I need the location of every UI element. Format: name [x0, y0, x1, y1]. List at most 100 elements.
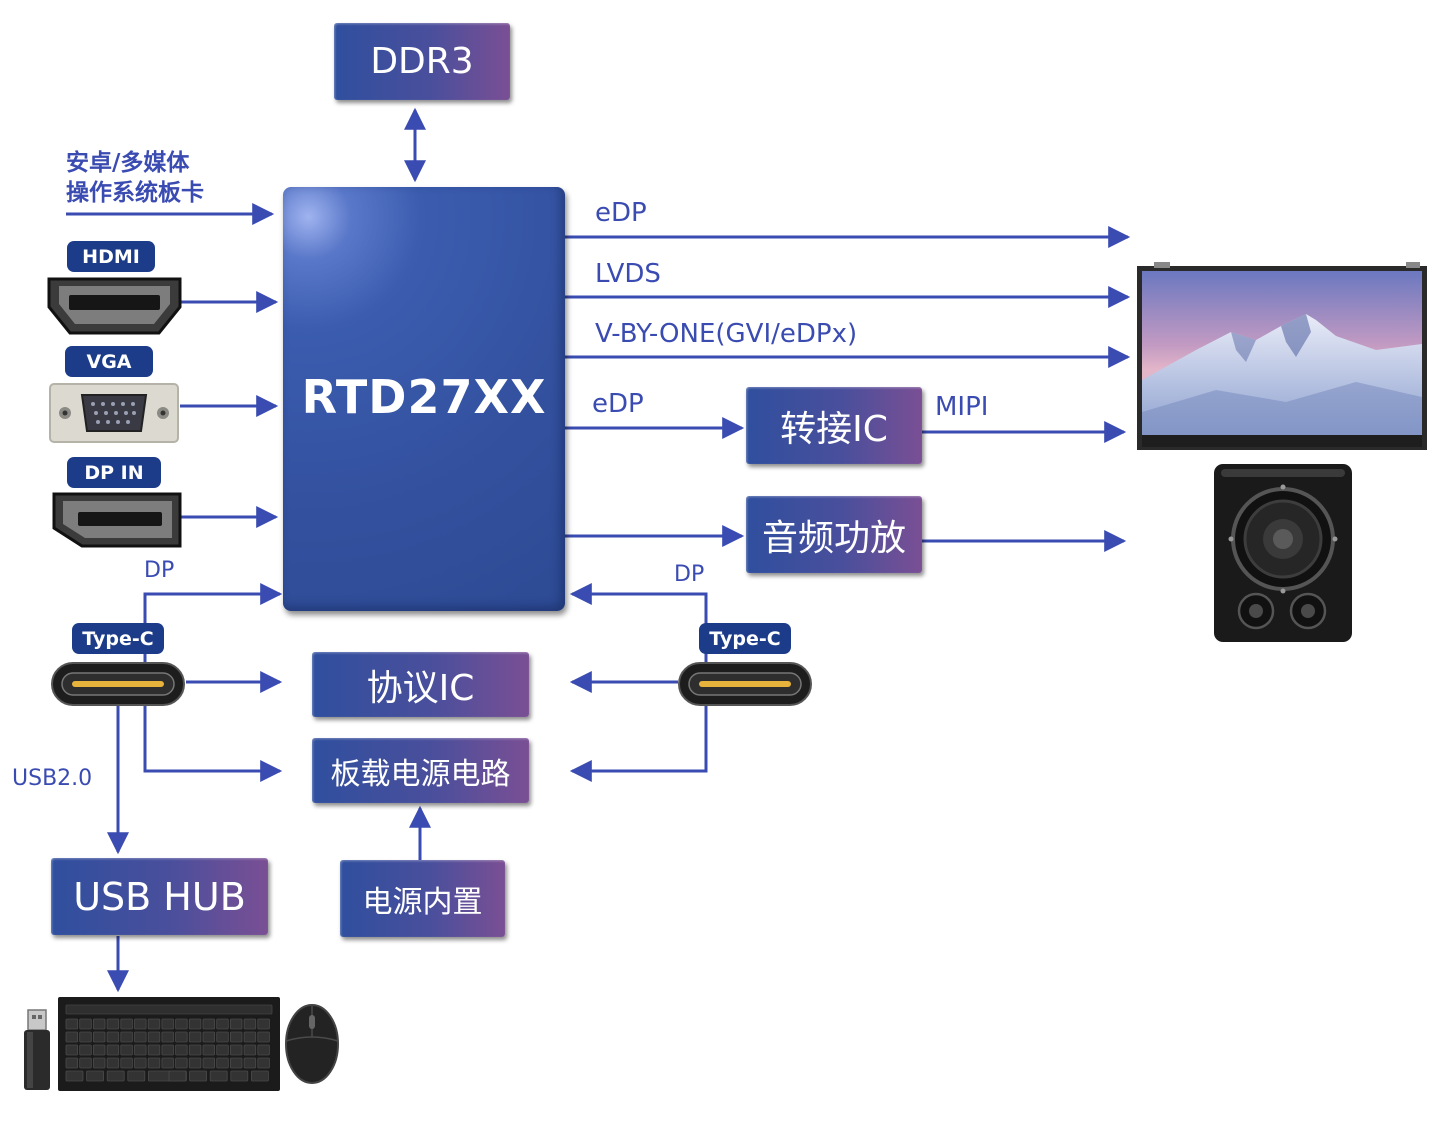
keyboard-key — [216, 1018, 229, 1030]
main-chip-rtd27xx: RTD27XX — [283, 187, 565, 611]
keyboard-key — [93, 1057, 106, 1069]
main-chip-label: RTD27XX — [301, 370, 547, 424]
keyboard-key — [175, 1044, 188, 1056]
keyboard-key — [120, 1018, 133, 1030]
vga-port-icon — [49, 383, 179, 443]
keyboard-key — [93, 1044, 106, 1056]
keyboard-key — [65, 1018, 79, 1030]
keyboard-key — [243, 1018, 257, 1030]
edp-out-label: eDP — [595, 198, 647, 228]
keyboard-key — [243, 1044, 257, 1056]
keyboard-key — [188, 1031, 202, 1043]
keyboard-key — [134, 1057, 147, 1069]
keyboard-key — [93, 1031, 106, 1043]
dp-in-tag-label: DP IN — [84, 461, 144, 484]
edp-bridge-label: eDP — [592, 389, 644, 419]
keyboard-key — [106, 1057, 120, 1069]
typec-right-to-power — [569, 700, 708, 782]
keyboard-key — [202, 1057, 216, 1069]
vbyone-out-label: V-BY-ONE(GVI/eDPx) — [595, 319, 858, 349]
typec-right-tag: Type-C — [699, 623, 791, 654]
keyboard-key — [188, 1044, 202, 1056]
keyboard-key — [216, 1057, 229, 1069]
keyboard-key — [147, 1057, 161, 1069]
displayport-icon — [52, 492, 182, 548]
mipi-out-label: MIPI — [935, 392, 989, 422]
dp-in-tag: DP IN — [67, 457, 161, 488]
keyboard-key — [175, 1057, 188, 1069]
keyboard-key — [79, 1018, 92, 1030]
keyboard-key — [257, 1044, 270, 1056]
vga-tag: VGA — [65, 346, 153, 377]
hdmi-tag: HDMI — [67, 241, 155, 272]
keyboard-key — [161, 1057, 174, 1069]
keyboard-key — [106, 1031, 120, 1043]
keyboard-key — [147, 1031, 161, 1043]
keyboard-key — [229, 1057, 243, 1069]
builtin-power-label: 电源内置 — [362, 884, 483, 920]
keyboard-key — [65, 1057, 79, 1069]
keyboard-key — [134, 1031, 147, 1043]
audio-amp-label: 音频功放 — [761, 517, 906, 559]
typec-right-tag-label: Type-C — [709, 627, 781, 650]
keyboard-key — [79, 1044, 92, 1056]
keyboard-key — [120, 1031, 133, 1043]
keyboard-key — [106, 1018, 120, 1030]
keyboard-key — [65, 1070, 84, 1082]
usb-dongle-icon — [24, 1009, 50, 1090]
keyboard-key — [229, 1018, 243, 1030]
usb-type-c-port-icon-left — [51, 662, 185, 706]
android-board-line-1: 安卓/多媒体 — [66, 150, 190, 176]
hdmi-tag-label: HDMI — [82, 245, 140, 268]
keyboard-key — [65, 1044, 79, 1056]
keyboard-key — [147, 1018, 161, 1030]
typec-left-tag-label: Type-C — [82, 627, 154, 650]
keyboard-key — [202, 1044, 216, 1056]
usb-type-c-port-icon-right — [678, 662, 812, 706]
keyboard-key — [257, 1031, 270, 1043]
keyboard-key — [134, 1044, 147, 1056]
lvds-out-label: LVDS — [595, 259, 661, 289]
keyboard-key — [188, 1018, 202, 1030]
keyboard-key — [106, 1044, 120, 1056]
keyboard-key — [120, 1057, 133, 1069]
keyboard-key — [216, 1044, 229, 1056]
keyboard-key — [147, 1044, 161, 1056]
protocol-ic-label: 协议IC — [366, 667, 475, 709]
keyboard-key — [79, 1057, 92, 1069]
keyboard-key — [188, 1057, 202, 1069]
keyboard-key — [189, 1070, 208, 1082]
usb-hub-box: USB HUB — [51, 858, 268, 935]
keyboard-key — [127, 1070, 146, 1082]
mouse-icon — [285, 1004, 339, 1084]
keyboard-key — [93, 1018, 106, 1030]
bridge-ic-label: 转接IC — [780, 408, 888, 450]
typec-left-to-power — [143, 700, 283, 782]
ddr3-label: DDR3 — [370, 41, 474, 82]
vga-tag-label: VGA — [86, 350, 132, 373]
typec-left-dp-line — [143, 583, 283, 666]
keyboard-key — [175, 1018, 188, 1030]
keyboard-key — [106, 1070, 125, 1082]
hdmi-port-icon — [47, 277, 182, 335]
keyboard-key — [216, 1031, 229, 1043]
keyboard-key — [229, 1044, 243, 1056]
keyboard-key — [175, 1031, 188, 1043]
keyboard-key — [257, 1018, 270, 1030]
keyboard-key — [161, 1031, 174, 1043]
keyboard-key — [202, 1018, 216, 1030]
usb-hub-label: USB HUB — [73, 874, 246, 919]
protocol-ic-box: 协议IC — [312, 652, 529, 717]
keyboard-key — [134, 1018, 147, 1030]
power-circuit-box: 板载电源电路 — [312, 738, 529, 803]
keyboard-key — [161, 1044, 174, 1056]
typec-right-dp-line — [569, 583, 708, 666]
keyboard-key — [79, 1031, 92, 1043]
keyboard-key — [202, 1031, 216, 1043]
keyboard-key — [243, 1031, 257, 1043]
keyboard-key — [250, 1070, 269, 1082]
ddr3-box: DDR3 — [334, 23, 510, 100]
usb20-label: USB2.0 — [12, 766, 93, 791]
lcd-panel-icon — [1137, 262, 1427, 450]
android-board-note: 安卓/多媒体 操作系统板卡 — [66, 148, 204, 208]
